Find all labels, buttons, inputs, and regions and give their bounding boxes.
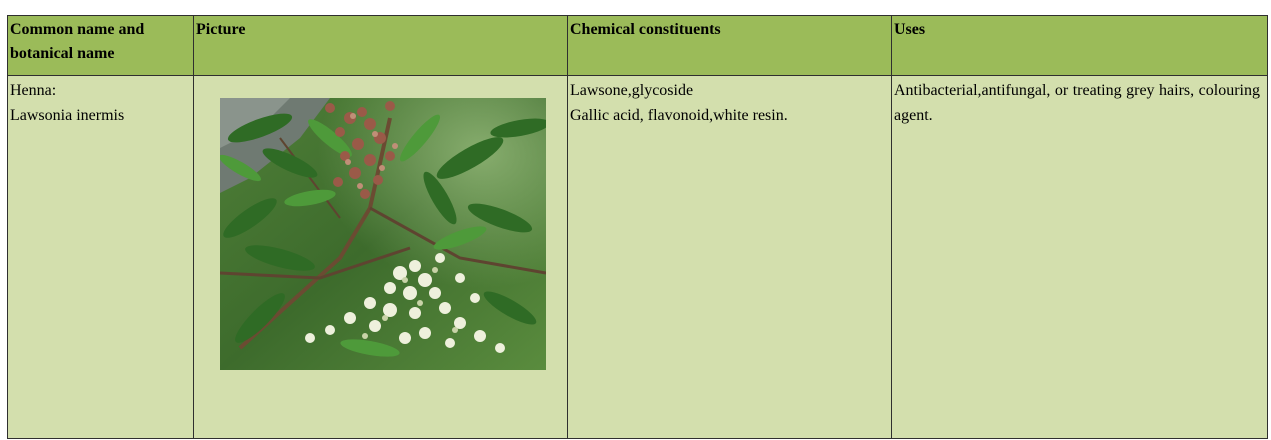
cell-common-name: Henna: Lawsonia inermis — [7, 75, 194, 439]
header-uses: Uses — [891, 15, 1268, 76]
chemical-line-1: Lawsone,glycoside — [570, 82, 694, 99]
header-picture: Picture — [193, 15, 568, 76]
header-common-name-line1: Common name and — [10, 21, 145, 38]
table-header-row: Common name and botanical name Picture C… — [7, 15, 1268, 76]
botanical-name: Lawsonia inermis — [10, 107, 125, 124]
henna-plant-photo — [220, 98, 546, 370]
cell-uses: Antibacterial,antifungal, or treating gr… — [891, 75, 1268, 439]
plant-table: Common name and botanical name Picture C… — [7, 15, 1268, 439]
cell-chemical-constituents: Lawsone,glycoside Gallic acid, flavonoid… — [567, 75, 892, 439]
chemical-line-2: Gallic acid, flavonoid,white resin. — [570, 107, 788, 124]
header-common-name: Common name and botanical name — [7, 15, 194, 76]
common-name: Henna: — [10, 82, 57, 99]
header-chemical-constituents: Chemical constituents — [567, 15, 892, 76]
header-common-name-line2: botanical name — [10, 45, 115, 62]
cell-picture — [193, 75, 568, 439]
uses-text: Antibacterial,antifungal, or treating gr… — [894, 82, 1260, 124]
table-row: Henna: Lawsonia inermis — [7, 75, 1268, 439]
